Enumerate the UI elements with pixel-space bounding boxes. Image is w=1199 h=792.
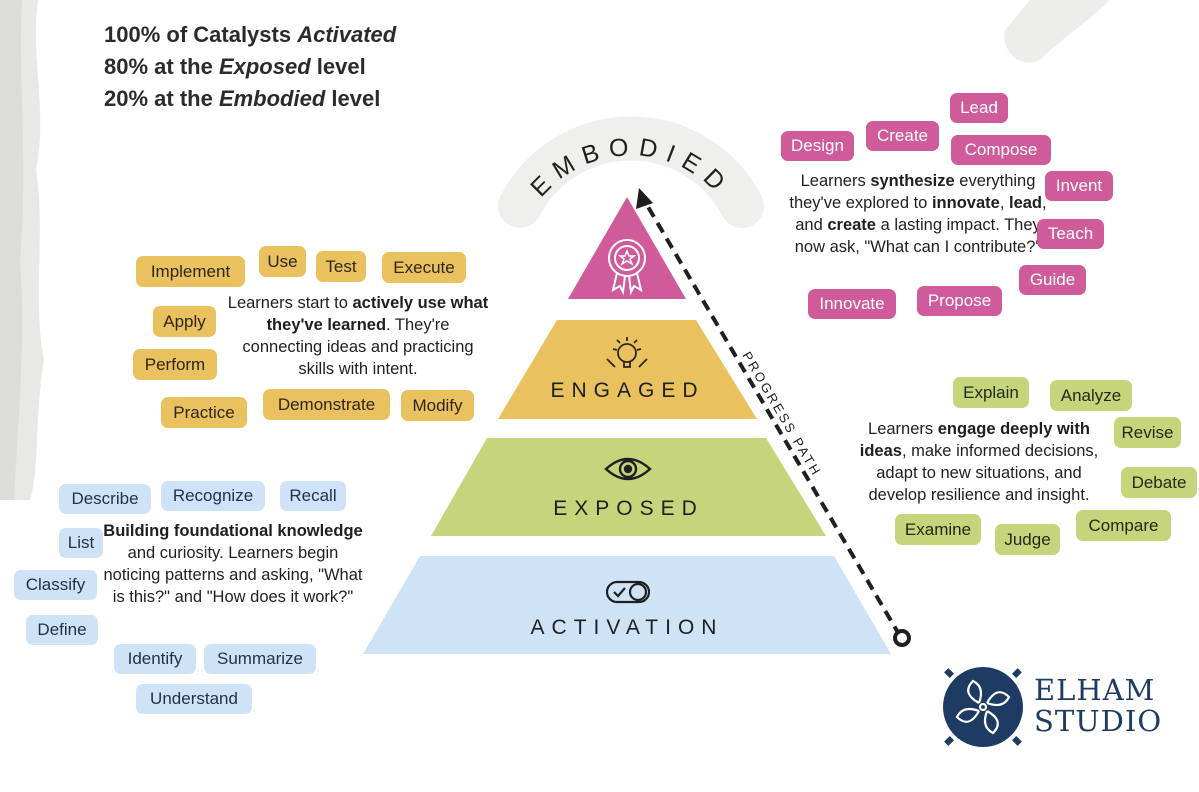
arrow-head [636, 188, 653, 209]
level-label-engaged: ENGAGED [550, 379, 705, 402]
tag-compose: Compose [951, 135, 1051, 165]
tag-describe: Describe [59, 484, 151, 514]
description-exposed: Learners engage deeply with ideas, make … [859, 420, 1099, 504]
logo-emblem [943, 667, 1023, 747]
level-label-activation: ACTIVATION [530, 616, 724, 639]
description-embodied: Learners synthesize everything they've e… [789, 172, 1047, 256]
toggle-check-icon [605, 580, 651, 604]
tag-recognize: Recognize [161, 481, 265, 511]
tag-modify: Modify [401, 390, 474, 421]
tag-define: Define [26, 615, 98, 645]
tag-judge: Judge [995, 524, 1060, 555]
tag-test: Test [316, 251, 366, 282]
level-label-exposed: EXPOSED [553, 497, 704, 520]
tag-implement: Implement [136, 256, 245, 287]
tag-innovate: Innovate [808, 289, 896, 319]
tag-guide: Guide [1019, 265, 1086, 295]
tier-activation [363, 556, 891, 654]
paper-texture-right [1004, 0, 1110, 63]
tag-understand: Understand [136, 684, 252, 714]
description-engaged: Learners start to actively use what they… [227, 294, 489, 378]
tag-recall: Recall [280, 481, 346, 511]
tag-analyze: Analyze [1050, 380, 1132, 411]
lightbulb-gear-icon [606, 337, 648, 368]
logo-text-line1: ELHAM [1034, 673, 1156, 707]
tag-perform: Perform [133, 349, 217, 380]
tag-create: Create [866, 121, 939, 151]
tag-debate: Debate [1121, 467, 1197, 498]
tag-demonstrate: Demonstrate [263, 389, 390, 420]
tag-examine: Examine [895, 514, 981, 545]
tag-use: Use [259, 246, 306, 277]
tag-list: List [59, 528, 103, 558]
eye-icon [604, 457, 652, 481]
tag-classify: Classify [14, 570, 97, 600]
stat-exposed: 80% at the Exposed level [104, 54, 366, 79]
description-activation: Building foundational knowledge and curi… [103, 522, 363, 606]
tag-explain: Explain [953, 377, 1029, 408]
progress-path-arrow [642, 198, 902, 638]
tag-revise: Revise [1114, 417, 1181, 448]
tag-summarize: Summarize [204, 644, 316, 674]
tier-embodied [568, 197, 686, 299]
tag-invent: Invent [1045, 171, 1113, 201]
tag-lead: Lead [950, 93, 1008, 123]
tier-engaged [498, 320, 757, 419]
stat-activated: 100% of Catalysts Activated [104, 22, 397, 47]
stat-embodied: 20% at the Embodied level [104, 86, 381, 111]
tag-execute: Execute [382, 252, 466, 283]
progress-start-dot [893, 629, 911, 647]
embodied-arc [498, 116, 764, 228]
tag-teach: Teach [1037, 219, 1104, 249]
tag-practice: Practice [161, 397, 247, 428]
tag-identify: Identify [114, 644, 196, 674]
tag-propose: Propose [917, 286, 1002, 316]
tag-apply: Apply [153, 306, 216, 337]
logo-text-line2: STUDIO [1034, 704, 1163, 738]
award-ribbon-icon [608, 239, 646, 296]
tag-compare: Compare [1076, 510, 1171, 541]
tag-design: Design [781, 131, 854, 161]
tier-exposed [431, 438, 826, 536]
